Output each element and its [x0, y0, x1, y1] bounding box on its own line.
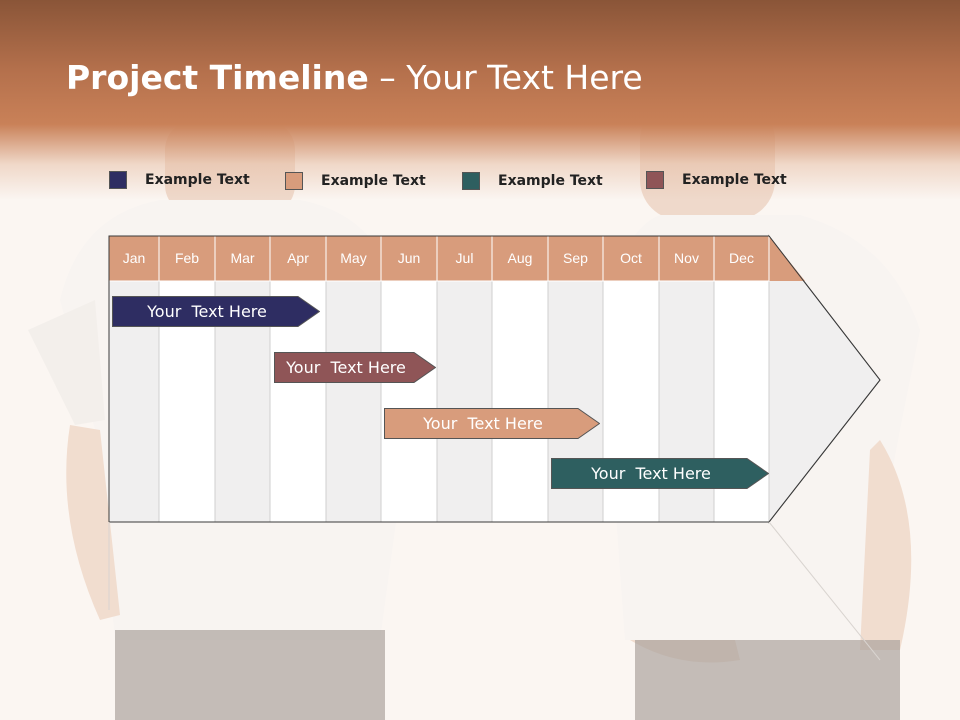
month-label-oct: Oct	[620, 250, 642, 266]
task-arrow-shape	[274, 352, 436, 383]
task-label: Your Text Here	[286, 358, 406, 377]
task-bar-1[interactable]: Your Text Here	[112, 296, 320, 327]
month-label-nov: Nov	[674, 250, 699, 266]
legend-label: Example Text	[145, 172, 250, 188]
month-label-sep: Sep	[563, 250, 588, 266]
month-column-aug	[491, 280, 549, 523]
month-header-cell-mar	[214, 235, 271, 282]
timeline-outline	[108, 235, 881, 523]
month-header-cell-dec	[713, 235, 770, 282]
slide-title: Project Timeline – Your Text Here	[66, 58, 643, 97]
task-arrow-shape	[551, 458, 769, 489]
month-label-jan: Jan	[122, 250, 146, 266]
title-bold: Project Timeline	[66, 58, 369, 97]
month-label-may: May	[340, 250, 367, 266]
task-bar-2[interactable]: Your Text Here	[274, 352, 436, 383]
month-column-jul	[436, 280, 493, 523]
legend-item-4: Example Text	[646, 171, 787, 189]
month-header-cell-aug	[491, 235, 549, 282]
legend-swatch	[646, 171, 664, 189]
legend-label: Example Text	[321, 173, 426, 189]
month-header-cell-may	[325, 235, 382, 282]
legend-item-1: Example Text	[109, 171, 250, 189]
month-label-apr: Apr	[287, 250, 309, 266]
month-label-feb: Feb	[174, 250, 200, 266]
month-header-cell-jul	[436, 235, 493, 282]
header-band	[0, 0, 960, 200]
legend-swatch	[285, 172, 303, 190]
legend-item-3: Example Text	[462, 172, 603, 190]
task-label: Your Text Here	[147, 302, 267, 321]
legend-swatch	[462, 172, 480, 190]
month-header-cell-jun	[380, 235, 438, 282]
task-arrow-shape	[384, 408, 600, 439]
reflection-line	[768, 521, 881, 661]
month-label-dec: Dec	[729, 250, 754, 266]
month-column-may	[325, 280, 382, 523]
task-label: Your Text Here	[423, 414, 543, 433]
title-rest: – Your Text Here	[368, 58, 643, 97]
task-arrow-shape	[112, 296, 320, 327]
legend-item-2: Example Text	[285, 172, 426, 190]
month-header-cell-nov	[658, 235, 715, 282]
month-label-aug: Aug	[507, 250, 533, 266]
legend-swatch	[109, 171, 127, 189]
month-label-jun: Jun	[397, 250, 421, 266]
month-column-jun	[380, 280, 438, 523]
month-label-jul: Jul	[455, 250, 474, 266]
month-header-cell-oct	[602, 235, 660, 282]
task-bar-4[interactable]: Your Text Here	[551, 458, 769, 489]
legend-label: Example Text	[498, 173, 603, 189]
legend-label: Example Text	[682, 172, 787, 188]
task-label: Your Text Here	[591, 464, 711, 483]
month-label-mar: Mar	[230, 250, 255, 266]
task-bar-3[interactable]: Your Text Here	[384, 408, 600, 439]
